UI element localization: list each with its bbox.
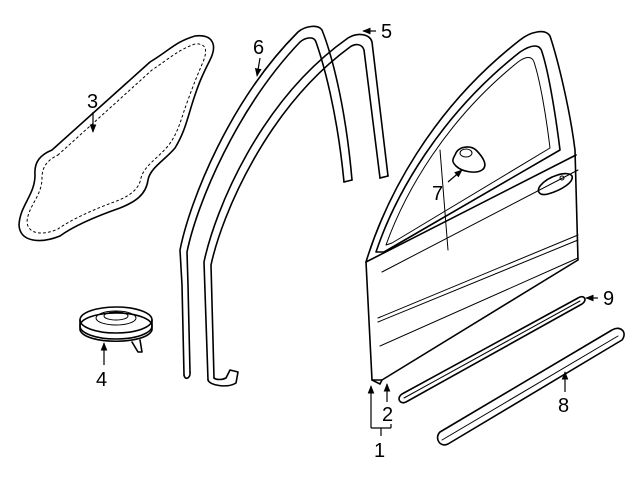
callout-2-label: 2 [382, 404, 393, 426]
leader-6 [254, 57, 262, 77]
callout-4-label: 4 [96, 369, 107, 391]
callout-1-label: 1 [374, 440, 385, 462]
callout-7-label: 7 [432, 183, 443, 205]
callout-5-label: 5 [381, 21, 392, 43]
water-shield-part [18, 35, 215, 242]
callout-6-label: 6 [253, 37, 264, 59]
callout-3-label: 3 [87, 91, 98, 113]
leader-7 [447, 169, 463, 183]
door-weatherstrip-outer [179, 25, 353, 380]
callout-8-label: 8 [558, 395, 569, 417]
front-door-shell [365, 30, 579, 385]
leader-lines [89, 27, 598, 436]
callout-9-label: 9 [603, 288, 614, 310]
door-weatherstrip-inner [203, 33, 389, 387]
grommet-part [79, 306, 153, 353]
mirror-seal-part [452, 146, 486, 173]
belt-molding-part [398, 295, 586, 404]
side-molding-part [436, 327, 625, 446]
